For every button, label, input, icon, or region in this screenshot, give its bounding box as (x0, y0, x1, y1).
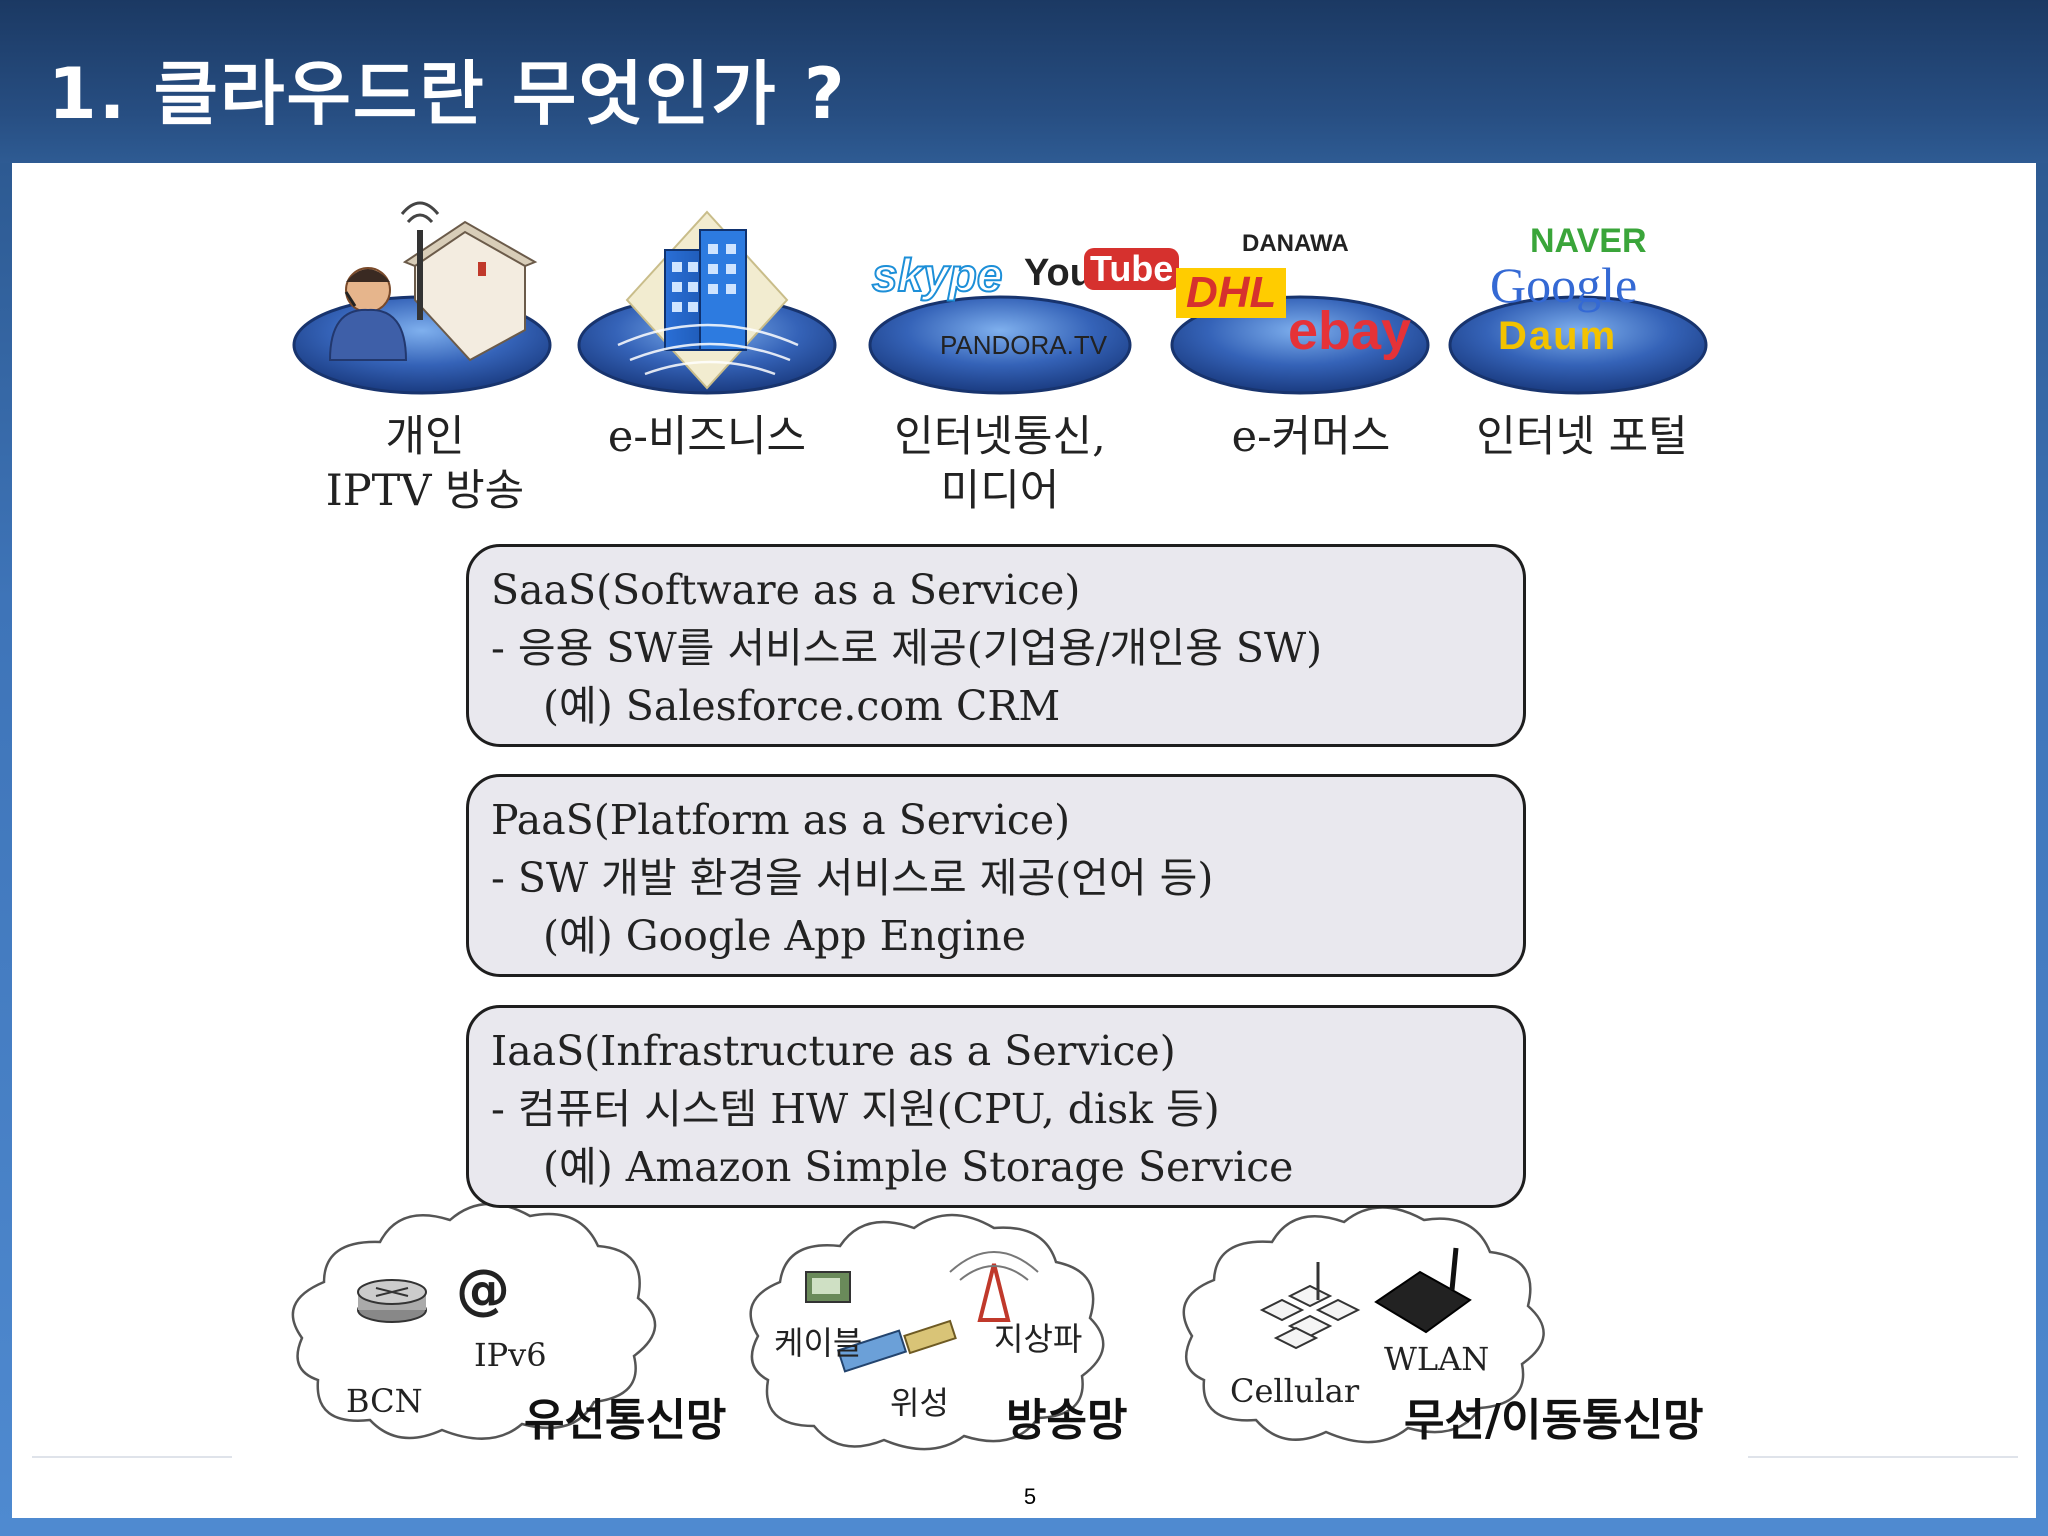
satellite-icon (836, 1319, 957, 1373)
person-icon (328, 267, 408, 361)
network-name-wireless: 무선/이동통신망 (1404, 1395, 1704, 1446)
daum-logo: Daum (1498, 314, 1618, 358)
category-label-media: 인터넷통신, 미디어 (870, 410, 1130, 518)
service-title: PaaS(Platform as a Service) (491, 796, 1071, 844)
platform-portal (1448, 295, 1708, 395)
service-example: (예) Salesforce.com CRM (543, 682, 1061, 730)
naver-logo: NAVER (1530, 222, 1647, 260)
network-item-ipv6: IPv6 (474, 1336, 547, 1374)
google-logo: Google (1490, 257, 1638, 313)
iaas-box: IaaS(Infrastructure as a Service) - 컴퓨터 … (466, 1005, 1526, 1208)
network-name-wired: 유선통신망 (524, 1395, 727, 1446)
platform-media (868, 295, 1132, 395)
platform-ecommerce (1170, 295, 1430, 395)
ebay-logo: ebay (1288, 301, 1412, 361)
network-item-wlan: WLAN (1384, 1340, 1490, 1378)
category-label-line2: IPTV 방송 (325, 466, 525, 516)
network-item-cable: 케이블 (774, 1324, 863, 1362)
youtube-tube-logo: Tube (1084, 248, 1180, 290)
category-label-line2: 미디어 (940, 466, 1060, 516)
youtube-you-logo: You (1024, 252, 1093, 294)
tower-icon (949, 1251, 1039, 1322)
bottom-strip (0, 1518, 2048, 1536)
antenna-icon (400, 201, 440, 320)
slide-header: 1. 클라우드란 무엇인가 ? (0, 0, 2048, 163)
service-desc: - 컴퓨터 시스템 HW 지원(CPU, disk 등) (491, 1085, 1220, 1133)
service-title: SaaS(Software as a Service) (491, 566, 1081, 614)
service-desc: - 응용 SW를 서비스로 제공(기업용/개인용 SW) (491, 624, 1323, 672)
category-label-line1: 인터넷통신, (894, 412, 1106, 462)
dhl-logo: DHL (1176, 268, 1287, 318)
category-label-line1: e-커머스 (1231, 412, 1391, 462)
network-name-broadcast: 방송망 (1006, 1395, 1128, 1446)
cable-box-icon (805, 1271, 851, 1303)
network-item-terrestrial: 지상파 (994, 1320, 1083, 1358)
category-label-line1: 개인 (385, 412, 465, 462)
service-example: (예) Google App Engine (543, 912, 1027, 960)
network-item-cellular: Cellular (1230, 1372, 1360, 1410)
danawa-logo: DANAWA (1242, 230, 1349, 257)
category-label-portal: 인터넷 포털 (1452, 410, 1712, 464)
cloud-wired (291, 1202, 657, 1440)
pandora-logo: PANDORA.TV (940, 330, 1108, 360)
category-label-line1: 인터넷 포털 (1476, 412, 1688, 462)
category-label-line1: e-비즈니스 (607, 412, 807, 462)
wlan-router-icon (1374, 1247, 1472, 1334)
wave-lines (617, 323, 799, 376)
category-label-ebiz: e-비즈니스 (582, 410, 832, 464)
category-label-ecommerce: e-커머스 (1186, 410, 1436, 464)
slide-title: 1. 클라우드란 무엇인가 ? (48, 53, 847, 135)
paas-box: PaaS(Platform as a Service) - SW 개발 환경을 … (466, 774, 1526, 977)
building-icon (664, 229, 747, 351)
service-example: (예) Amazon Simple Storage Service (543, 1143, 1294, 1191)
skype-logo: skype (871, 248, 1003, 302)
service-title: IaaS(Infrastructure as a Service) (491, 1027, 1176, 1075)
network-item-bcn: BCN (346, 1382, 423, 1420)
network-item-satellite: 위성 (890, 1384, 949, 1422)
page-number: 5 (1023, 1484, 1037, 1509)
saas-box: SaaS(Software as a Service) - 응용 SW를 서비스… (466, 544, 1526, 747)
service-desc: - SW 개발 환경을 서비스로 제공(언어 등) (491, 854, 1214, 902)
at-sign-icon: @ (456, 1258, 510, 1321)
category-label-iptv: 개인 IPTV 방송 (300, 410, 550, 518)
cellular-grid-icon (1259, 1262, 1361, 1350)
router-icon (357, 1279, 427, 1323)
